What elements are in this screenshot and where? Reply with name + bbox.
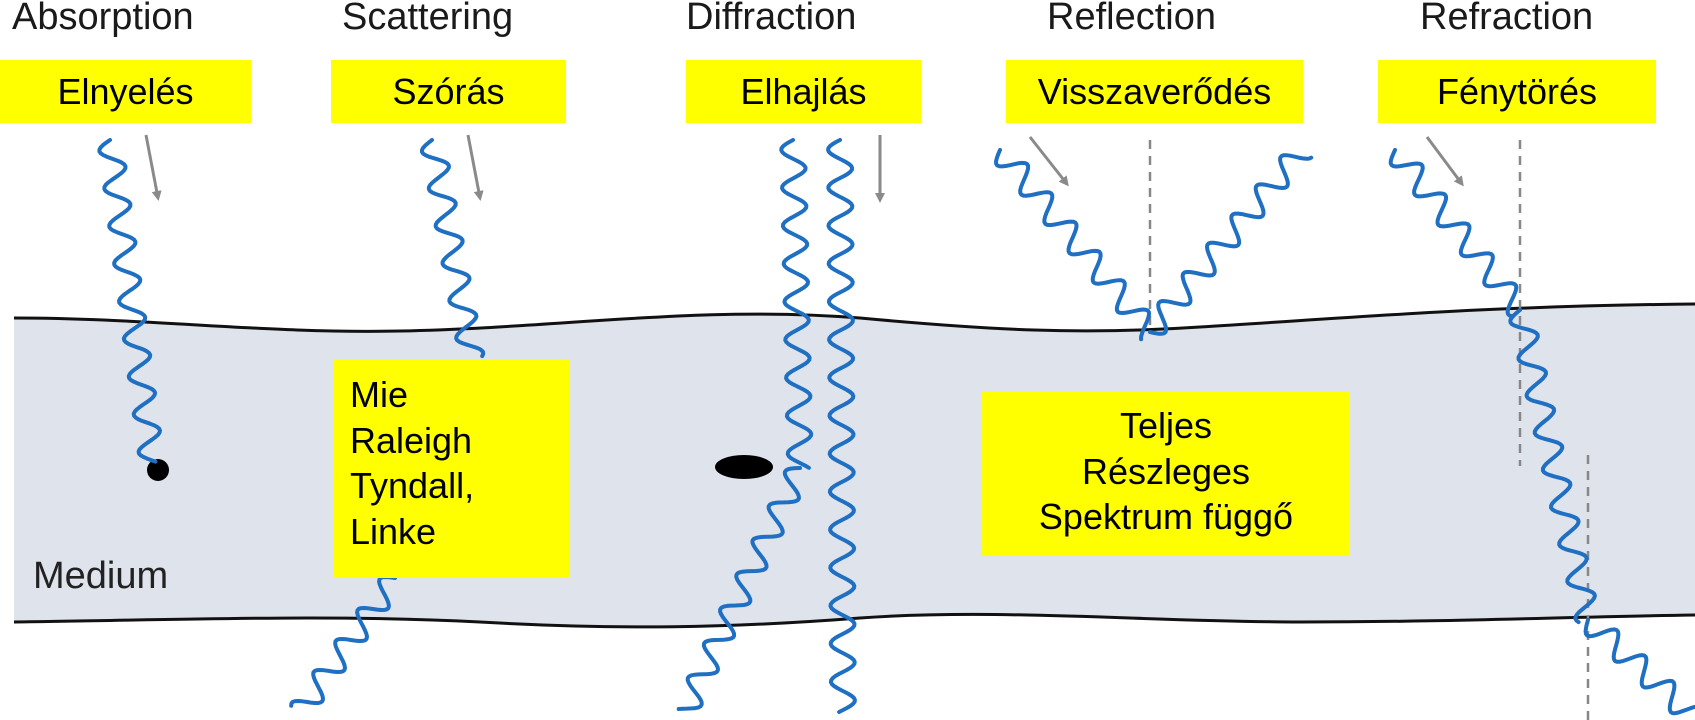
reflection-type-spectral: Spektrum függő [1038, 496, 1294, 538]
absorption-wave [97, 138, 162, 464]
scattering-type-mie: Mie [350, 374, 409, 415]
scattering-type-raleigh: Raleigh [350, 419, 473, 461]
reflection-wave-reflected [1148, 153, 1314, 336]
label-reflection-hu: Visszaverődés [1006, 60, 1303, 123]
refraction-wave-exit [1583, 618, 1695, 716]
medium-top-boundary [13, 302, 1695, 333]
title-absorption: Absorption [12, 0, 194, 38]
scattering-types-box: Mie Raleigh Tyndall, Linke [334, 360, 570, 578]
reflection-arrow [1028, 136, 1069, 187]
scattering-wave-incoming [420, 138, 486, 359]
medium-band [14, 304, 1695, 627]
scattering-type-tyndall: Tyndall, [350, 465, 475, 507]
reflection-type-total: Teljes [1119, 405, 1213, 446]
scattering-arrow [466, 134, 484, 201]
diffraction-wave-left-bent [676, 466, 802, 711]
refraction-wave-inside [1508, 308, 1597, 625]
reflection-wave-incident [994, 148, 1151, 342]
label-diffraction-hu: Elhajlás [686, 60, 921, 123]
wave-layer [97, 138, 1695, 716]
medium-label: Medium [33, 555, 169, 597]
title-refraction: Refraction [1420, 0, 1594, 38]
reflection-types-box: Teljes Részleges Spektrum függő [982, 391, 1350, 556]
refraction-wave-incident [1388, 148, 1519, 319]
label-refraction-hu: Fénytörés [1378, 60, 1656, 123]
absorption-arrow [144, 134, 162, 201]
label-scattering-hu: Szórás [331, 60, 566, 123]
title-scattering: Scattering [342, 0, 514, 38]
refraction-arrow [1425, 136, 1464, 187]
scattering-type-linke: Linke [350, 511, 437, 553]
title-reflection: Reflection [1047, 0, 1216, 38]
label-absorption-hu: Elnyelés [0, 60, 251, 123]
medium-bottom-boundary [13, 612, 1695, 629]
diffraction-wave-right [826, 138, 857, 714]
title-diffraction: Diffraction [686, 0, 857, 38]
absorbing-particle [147, 459, 169, 481]
diffracting-obstacle [715, 455, 773, 479]
reflection-type-partial: Részleges [1081, 450, 1251, 492]
diffraction-wave-left [779, 138, 814, 470]
scattering-wave-outgoing [289, 575, 397, 708]
